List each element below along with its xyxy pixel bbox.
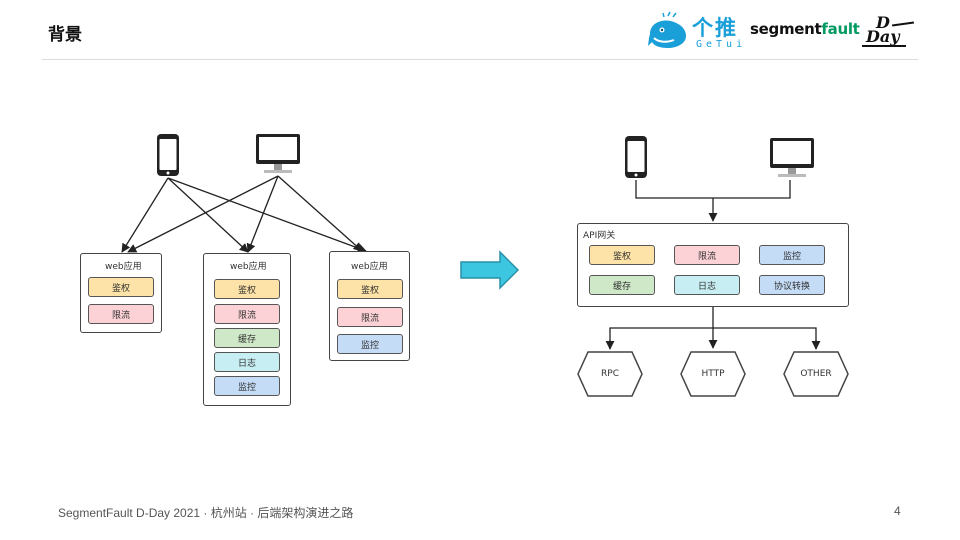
getui-cn-text: 个推 bbox=[692, 16, 738, 40]
whale-icon bbox=[648, 11, 686, 48]
dday-underline bbox=[862, 45, 906, 47]
monitor-icon bbox=[256, 134, 300, 173]
api-gateway-label: API网关 bbox=[583, 231, 616, 241]
module-chip: 监控 bbox=[337, 334, 403, 354]
module-chip: 日志 bbox=[214, 352, 280, 372]
api-gateway-box: API网关 鉴权 限流 监控 缓存 日志 协议转换 bbox=[577, 223, 849, 307]
gateway-module-chip: 鉴权 bbox=[589, 245, 655, 265]
gateway-module-chip: 监控 bbox=[759, 245, 825, 265]
module-chip: 鉴权 bbox=[337, 279, 403, 299]
gateway-module-chip: 缓存 bbox=[589, 275, 655, 295]
module-chip: 鉴权 bbox=[88, 277, 154, 297]
module-chip: 限流 bbox=[88, 304, 154, 324]
module-chip: 限流 bbox=[214, 304, 280, 324]
backend-label-other: OTHER bbox=[800, 369, 832, 379]
dday-day-text: Day bbox=[866, 27, 900, 46]
segmentfault-text-a: segment bbox=[750, 20, 822, 38]
web-app-box-3: web应用 鉴权 限流 监控 bbox=[329, 251, 410, 361]
web-app-box-1: web应用 鉴权 限流 bbox=[80, 253, 162, 333]
slide-title: 背景 bbox=[48, 25, 82, 45]
gateway-module-chip: 协议转换 bbox=[759, 275, 825, 295]
module-chip: 鉴权 bbox=[214, 279, 280, 299]
dday-d-text: D bbox=[876, 13, 890, 32]
getui-en-text: GeTui bbox=[696, 39, 747, 50]
gateway-module-chip: 日志 bbox=[674, 275, 740, 295]
phone-icon-right bbox=[625, 136, 647, 178]
right-bottom-connections bbox=[605, 307, 821, 350]
backend-label-http: HTTP bbox=[701, 369, 725, 379]
slide-footer: SegmentFault D-Day 2021 · 杭州站 · 后端架构演进之路 bbox=[58, 506, 354, 520]
web-app-label: web应用 bbox=[230, 262, 267, 272]
module-chip: 监控 bbox=[214, 376, 280, 396]
web-app-label: web应用 bbox=[351, 262, 388, 272]
gateway-module-chip: 限流 bbox=[674, 245, 740, 265]
module-chip: 限流 bbox=[337, 307, 403, 327]
logo-bar: 个推 GeTui segmentfault D Day bbox=[640, 10, 920, 56]
getui-logo: 个推 GeTui bbox=[646, 10, 746, 56]
segmentfault-text-b: fault bbox=[821, 20, 860, 38]
phone-icon bbox=[157, 134, 179, 176]
dday-logo: D Day bbox=[862, 13, 918, 53]
segmentfault-logo: segmentfault bbox=[750, 20, 860, 38]
title-divider bbox=[42, 59, 918, 60]
dday-stroke-top bbox=[891, 21, 915, 27]
module-chip: 缓存 bbox=[214, 328, 280, 348]
transition-arrow bbox=[460, 250, 520, 290]
monitor-icon-right bbox=[770, 138, 814, 177]
web-app-box-2: web应用 鉴权 限流 缓存 日志 监控 bbox=[203, 253, 291, 406]
backend-label-rpc: RPC bbox=[601, 369, 619, 379]
page-number: 4 bbox=[894, 504, 901, 518]
left-connections bbox=[121, 175, 367, 253]
right-top-connections bbox=[635, 180, 791, 222]
web-app-label: web应用 bbox=[105, 262, 142, 272]
